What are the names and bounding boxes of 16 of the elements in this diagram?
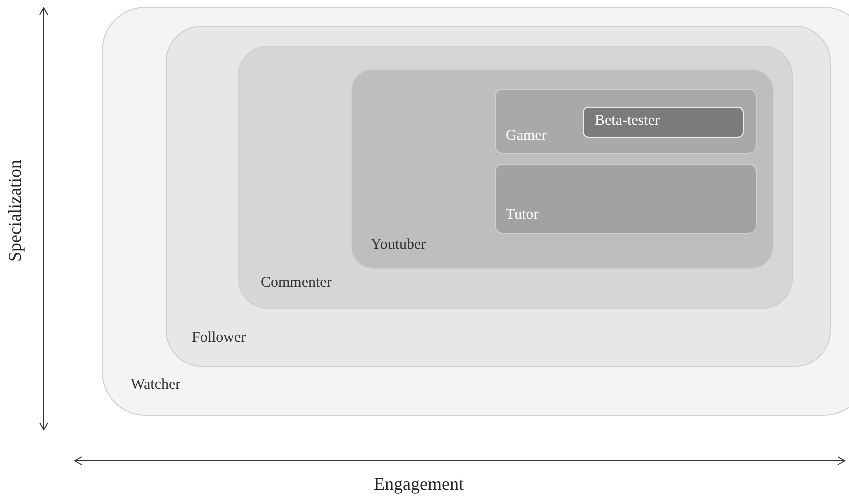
area-label: Watcher [131, 378, 181, 393]
nested-area [166, 26, 831, 367]
nested-area [495, 164, 757, 234]
nested-area [495, 89, 757, 154]
nested-area [238, 46, 793, 309]
area-label: Commenter [261, 276, 332, 291]
area-label: Beta-tester [595, 114, 660, 129]
area-label: Follower [192, 331, 246, 346]
nested-area [102, 7, 849, 416]
area-label: Gamer [506, 129, 547, 144]
axis-title: Engagement [374, 474, 464, 495]
area-label: Tutor [506, 208, 539, 223]
nested-area [583, 107, 744, 138]
axis-title: Specialization [5, 160, 26, 262]
area-label: Youtuber [371, 238, 426, 253]
nested-area [351, 69, 774, 269]
